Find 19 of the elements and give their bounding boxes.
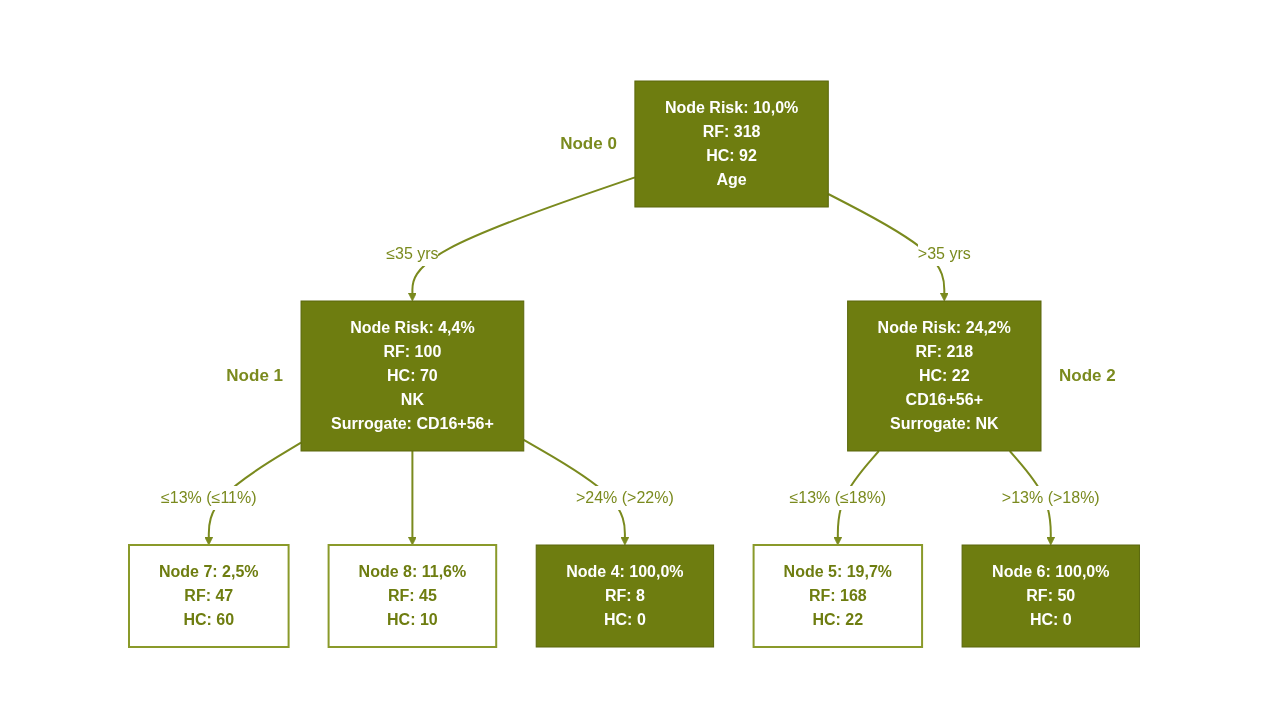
node-caption: Node 2	[1058, 366, 1116, 385]
node-caption: Node 1	[226, 366, 283, 385]
node-box: Node 6: 100,0% RF: 50 HC: 0	[961, 544, 1140, 648]
edge-label: >24% (>22%)	[575, 489, 674, 506]
edge-label: ≤35 yrs	[385, 245, 439, 262]
edge-label: ≤13% (≤11%)	[160, 489, 257, 506]
edge-label: >13% (>18%)	[1001, 489, 1100, 506]
arrow	[407, 450, 417, 546]
node-box: Node Risk: 4,4% RF: 100 HC: 70 NK Surrogate: CD16+56+	[300, 300, 525, 452]
node-caption: Node 0	[559, 134, 617, 153]
edge-label: ≤13% (≤18%)	[789, 489, 886, 506]
node-box: Node 5: 19,7% RF: 168 HC: 22	[752, 544, 923, 648]
node-box: Node 4: 100,0% RF: 8 HC: 0	[535, 544, 714, 648]
node-box: Node Risk: 24,2% RF: 218 HC: 22 CD16+56+ Surrogate: NK	[846, 300, 1042, 452]
node-box: Node 7: 2,5% RF: 47 HC: 60	[127, 544, 290, 648]
node-box: Node Risk: 10,0% RF: 318 HC: 92 Age	[634, 80, 829, 208]
node-box: Node 8: 11,6% RF: 45 HC: 10	[327, 544, 497, 648]
arrow	[407, 176, 636, 302]
edge-label: >35 yrs	[917, 245, 971, 262]
